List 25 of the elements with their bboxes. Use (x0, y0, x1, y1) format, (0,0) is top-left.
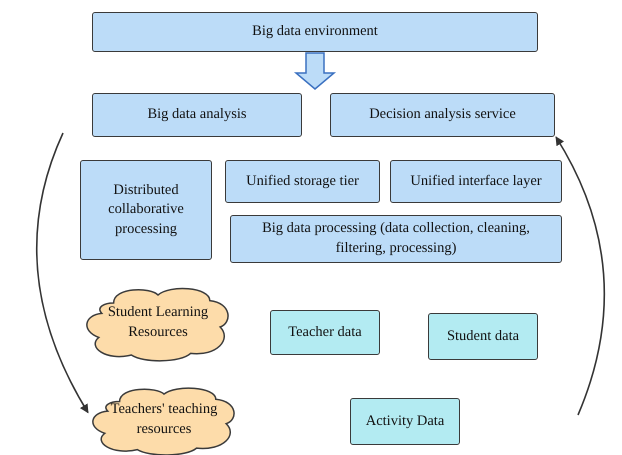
block-arrow (294, 52, 336, 90)
process-box (92, 12, 538, 52)
process-box (390, 160, 562, 203)
node-label: Decision analysis service (368, 105, 517, 124)
node-label: Student data (446, 326, 520, 346)
node-label: Distributed collaborative processing (107, 180, 185, 239)
process-box (330, 93, 555, 137)
node-label: Teacher data (287, 322, 363, 342)
process-box (225, 160, 380, 203)
data-box (428, 313, 538, 360)
node-label: Activity Data (364, 412, 446, 431)
node-label: Student Learning Resources (106, 303, 210, 342)
curved-arrow (555, 136, 606, 416)
node-label: Big data processing (data collection, cleaning, filtering, processing) (261, 219, 531, 258)
node-label: Big data analysis (146, 105, 248, 124)
curved-arrow (36, 132, 89, 414)
data-box (270, 310, 380, 355)
process-box (92, 93, 302, 137)
process-box (80, 160, 212, 260)
node-label: Unified interface layer (409, 172, 543, 191)
node-label: Teachers' teaching resources (110, 400, 218, 439)
node-label: Big data environment (251, 22, 379, 42)
process-box (230, 215, 562, 263)
data-box (350, 398, 460, 445)
node-label: Unified storage tier (245, 172, 360, 191)
